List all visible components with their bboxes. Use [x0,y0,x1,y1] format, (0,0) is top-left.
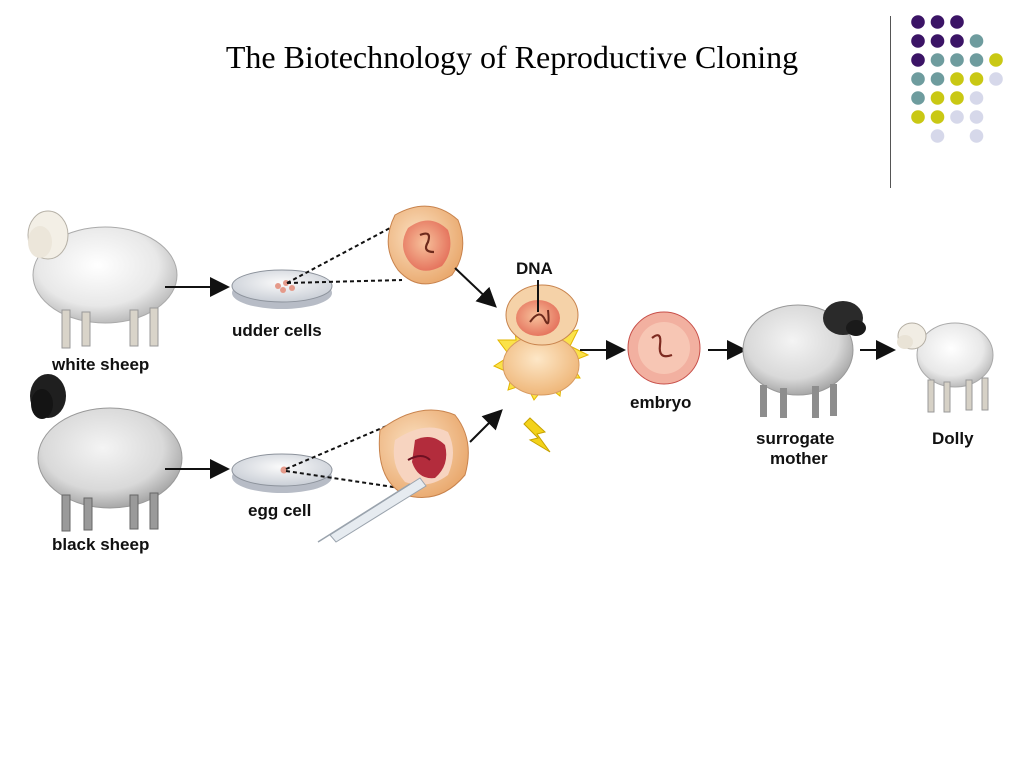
decorative-dot [950,34,964,48]
dna-cell [505,280,579,346]
label-udder-cells: udder cells [232,321,322,340]
decorative-dot [930,110,945,124]
decorative-dot [930,53,945,67]
label-surrogate-line2: mother [770,449,828,468]
decorative-dot [950,72,964,86]
label-dolly: Dolly [932,429,974,448]
label-black-sheep: black sheep [52,535,149,554]
white-sheep-illustration [27,210,178,349]
arrow-egg-to-fusion [469,409,503,443]
decorative-dot [911,34,925,48]
egg-cell-enlarged [378,409,469,498]
decorative-dot [989,72,1003,86]
decorative-dot [930,91,945,105]
lightning-bolt-icon [523,417,551,453]
label-embryo: embryo [630,393,691,412]
label-egg-cell: egg cell [248,501,311,520]
decorative-dot [930,15,945,29]
arrow-udder-to-fusion [454,267,497,308]
cloning-diagram: white sheep udder cells black sheep egg … [27,205,994,554]
embryo-cell [627,311,701,385]
decorative-dot [969,129,984,143]
udder-cell-enlarged [387,205,464,285]
zoom-line-bottom [286,279,403,284]
slide-title: The Biotechnology of Reproductive Clonin… [225,39,799,75]
divider-line [890,16,891,188]
decorative-dot [969,53,984,67]
decorative-dot [950,53,964,67]
label-white-sheep: white sheep [51,355,149,374]
udder-cells-dish [231,269,333,309]
black-sheep-illustration [30,374,183,532]
decorative-dot [950,15,964,29]
egg-cell-dish [231,453,333,493]
decorative-dot [930,129,945,143]
decorative-dot-grid [911,15,1003,143]
decorative-dot [911,72,925,86]
decorative-dot [911,91,925,105]
decorative-dot [969,110,984,124]
zoom-line-top [286,219,406,284]
decorative-dot [969,34,984,48]
label-surrogate-line1: surrogate [756,429,834,448]
decorative-dot [930,72,945,86]
zoom-line-bottom-egg [285,470,401,489]
surrogate-mother-sheep [742,301,866,418]
decorative-dot [911,110,925,124]
decorative-dot [950,91,964,105]
decorative-dot [950,110,964,124]
dolly-lamb [897,322,994,413]
label-dna: DNA [516,259,553,278]
decorative-dot [969,91,984,105]
decorative-dot [969,72,984,86]
decorative-dot [911,53,925,67]
decorative-dot [989,53,1003,67]
decorative-dot [911,15,925,29]
pipette [317,477,427,543]
decorative-dot [930,34,945,48]
